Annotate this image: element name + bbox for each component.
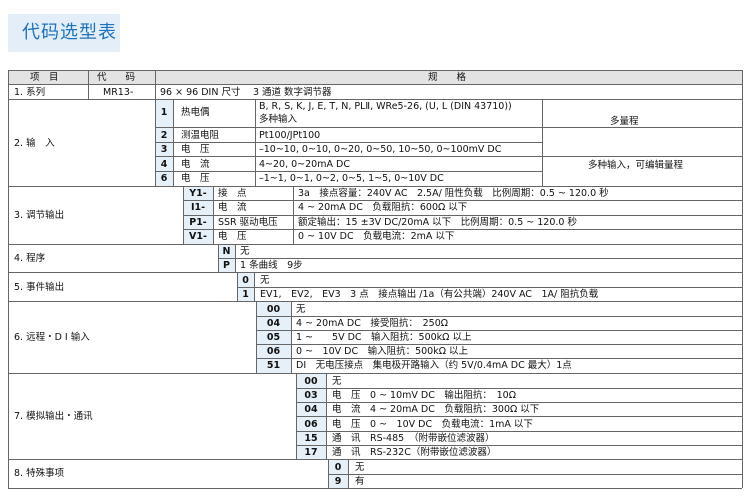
input-code-3: 3 <box>160 144 168 155</box>
event-value-1: EV1, EV2, EV3 3 点 接点输出 /1a（有公共端）240V AC … <box>260 289 599 300</box>
input-code-2: 2 <box>160 130 168 141</box>
special-value-0: 无 <box>355 462 365 473</box>
input-value-2: Pt100/JPt100 <box>259 130 321 141</box>
analog-code-00: 00 <box>304 376 318 387</box>
remote-code-06: 06 <box>266 346 281 357</box>
remote-code-04: 04 <box>266 318 281 329</box>
input-code-1: 1 <box>160 107 168 118</box>
control-value-y1: 3a 接点容量：240V AC 2.5A/ 阻性负载 比例周期：0.5 ~ 12… <box>298 188 609 199</box>
input-type-4: 电 流 <box>181 159 210 170</box>
header-spec: 规 格 <box>428 72 467 83</box>
special-code-0: 0 <box>334 462 342 473</box>
event-label: 5. 事件输出 <box>14 282 65 293</box>
analog-code-15: 15 <box>304 433 318 444</box>
control-code-p1: P1- <box>189 217 207 228</box>
input-value-6: –1~1, 0~1, 0~2, 0~5, 1~5, 0~10V DC <box>259 173 444 184</box>
page-title: 代码选型表 <box>22 22 117 43</box>
event-code-1: 1 <box>242 289 249 300</box>
input-value-3: –10~10, 0~10, 0~20, 0~50, 10~50, 0~100mV… <box>259 144 502 155</box>
analog-value-03: 电 压 0 ~ 10mV DC 输出阻抗： 10Ω <box>332 390 516 401</box>
header-item: 项 目 <box>30 72 59 83</box>
control-code-v1: V1- <box>189 231 207 242</box>
control-value-p1: 额定输出：15 ±3V DC/20mA 以下 比例周期：0.5 ~ 120.0 … <box>298 217 577 228</box>
control-type-p1: SSR 驱动电压 <box>218 217 278 228</box>
table-header-background <box>8 70 742 84</box>
input-value-1b: 多种输入 <box>259 114 298 125</box>
analog-code-06: 06 <box>304 419 318 430</box>
title-background <box>8 14 120 52</box>
control-code-i1: I1- <box>190 202 206 213</box>
program-value-p: 1 条曲线 9步 <box>240 260 303 271</box>
input-code-4: 4 <box>160 159 168 170</box>
input-note-multi-range: 多量程 <box>610 116 639 127</box>
control-code-y1: Y1- <box>189 188 207 199</box>
input-code-6: 6 <box>160 173 168 184</box>
input-note-editable: 多种输入，可编辑量程 <box>588 160 684 171</box>
analog-label: 7. 模拟输出・通讯 <box>14 411 93 422</box>
program-code-n: N <box>222 246 231 257</box>
analog-code-03: 03 <box>304 390 318 401</box>
analog-value-06: 电 压 0 ~ 10V DC 负载电流：1mA 以下 <box>332 419 533 430</box>
analog-code-04: 04 <box>304 404 318 415</box>
remote-code-00: 00 <box>266 304 281 315</box>
input-type-6: 电 压 <box>181 173 210 184</box>
special-code-9: 9 <box>334 476 342 487</box>
remote-value-05: 1 ~ 5V DC 输入阻抗：500kΩ 以上 <box>296 332 472 343</box>
input-type-2: 测温电阻 <box>181 130 220 141</box>
program-code-p: P <box>223 260 230 271</box>
analog-value-04: 电 流 4 ~ 20mA DC 负载阻抗：300Ω 以下 <box>332 404 540 415</box>
control-type-y1: 接 点 <box>218 188 247 199</box>
analog-value-15: 通 讯 RS-485 （附带嵌位滤波器） <box>332 433 495 444</box>
special-label: 8. 特殊事项 <box>14 468 65 479</box>
control-value-i1: 4 ~ 20mA DC 负载阻抗：600Ω 以下 <box>298 202 468 213</box>
analog-value-00: 无 <box>332 376 342 387</box>
input-type-3: 电 压 <box>181 144 210 155</box>
remote-label: 6. 远程・D I 输入 <box>14 332 90 343</box>
header-code: 代 码 <box>97 72 136 83</box>
control-type-v1: 电 压 <box>218 231 247 242</box>
control-value-v1: 0 ~ 10V DC 负载电流：2mA 以下 <box>298 231 455 242</box>
series-spec: 96 × 96 DIN 尺寸 3 通道 数字调节器 <box>160 87 332 98</box>
program-value-n: 无 <box>240 246 250 257</box>
remote-code-51: 51 <box>266 360 281 371</box>
remote-value-51: DI 无电压接点 集电极开路输入（约 5V/0.4mA DC 最大）1点 <box>296 360 572 371</box>
series-code: MR13- <box>103 87 134 98</box>
remote-value-00: 无 <box>296 304 306 315</box>
remote-code-05: 05 <box>266 332 281 343</box>
analog-code-17: 17 <box>304 447 318 458</box>
input-label: 2. 输 入 <box>14 138 55 149</box>
control-label: 3. 调节输出 <box>14 210 65 221</box>
control-type-i1: 电 流 <box>218 202 247 213</box>
series-label: 1. 系列 <box>14 87 46 98</box>
remote-value-06: 0 ~ 10V DC 输入阻抗：500kΩ 以上 <box>296 346 468 357</box>
analog-value-17: 通 讯 RS-232C（附带嵌位滤波器） <box>332 447 497 458</box>
program-label: 4. 程序 <box>14 253 46 264</box>
remote-value-04: 4 ~ 20mA DC 接受阻抗： 250Ω <box>296 318 448 329</box>
special-value-9: 有 <box>355 476 365 487</box>
event-code-0: 0 <box>242 275 249 286</box>
input-value-4: 4~20, 0~20mA DC <box>259 159 350 170</box>
input-type-1: 热电偶 <box>181 107 210 118</box>
code-column-background <box>155 100 173 186</box>
code-column-background <box>256 302 291 373</box>
input-value-1: B, R, S, K, J, E, T, N, PLⅡ, WRe5-26, (U… <box>259 101 512 112</box>
event-value-0: 无 <box>260 275 270 286</box>
